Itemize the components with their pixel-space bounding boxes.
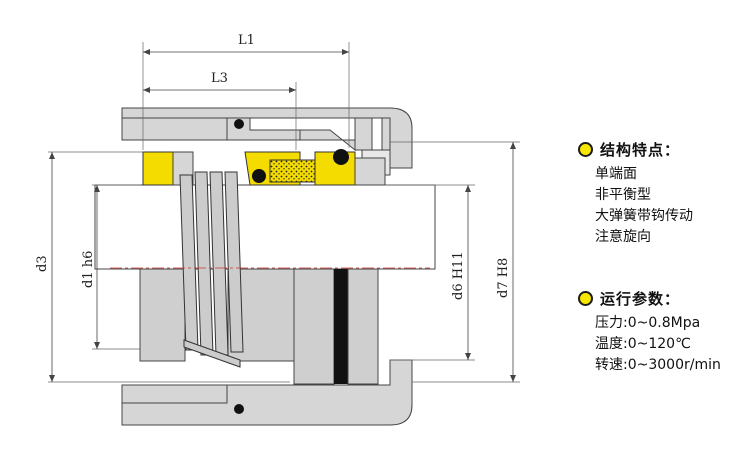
yellow-dot-icon — [578, 291, 593, 306]
features-heading: 结构特点： — [578, 139, 748, 160]
params-title: 运行参数： — [600, 290, 681, 308]
label-L1: L1 — [238, 33, 255, 48]
housing-o-ring-bottom — [234, 404, 244, 414]
o-ring-seal-left — [252, 169, 266, 183]
dimension-d1: d1 h6 — [81, 184, 140, 350]
label-d7: d7 H8 — [496, 258, 511, 298]
dimension-d3: d3 — [35, 151, 290, 383]
label-d3: d3 — [35, 255, 50, 272]
housing-lower — [121, 359, 413, 426]
dimension-d7: d7 H8 — [390, 141, 520, 383]
param-item: 转速:0~3000r/min — [595, 357, 721, 373]
features-title: 结构特点： — [600, 141, 681, 159]
label-d6: d6 H11 — [451, 251, 466, 300]
label-d1: d1 h6 — [81, 251, 96, 288]
o-ring-seal-right — [333, 149, 349, 165]
param-item: 温度:0~120℃ — [595, 336, 691, 352]
housing-upper — [121, 107, 413, 176]
features-panel: 结构特点： 单端面 非平衡型 大弹簧带钩传动 注意旋向 — [578, 139, 748, 248]
dimension-L3: L3 — [143, 71, 297, 150]
dimension-d6: d6 H11 — [385, 184, 475, 361]
spring — [179, 171, 244, 368]
feature-item: 注意旋向 — [595, 229, 651, 245]
shaft — [94, 184, 436, 270]
params-heading: 运行参数： — [578, 288, 748, 309]
yellow-dot-icon — [578, 142, 593, 157]
seal-cross-section-drawing: L1 L3 d3 d1 h6 d6 H11 d7 H8 — [35, 33, 520, 426]
dimension-L1: L1 — [142, 33, 350, 150]
feature-item: 非平衡型 — [595, 187, 651, 203]
feature-item: 大弹簧带钩传动 — [595, 208, 693, 224]
feature-item: 单端面 — [595, 166, 637, 182]
housing-o-ring-top — [234, 119, 244, 129]
label-L3: L3 — [211, 71, 228, 86]
params-panel: 运行参数： 压力:0~0.8Mpa 温度:0~120℃ 转速:0~3000r/m… — [578, 288, 748, 376]
param-item: 压力:0~0.8Mpa — [595, 315, 701, 331]
sleeve-lower — [139, 268, 379, 385]
